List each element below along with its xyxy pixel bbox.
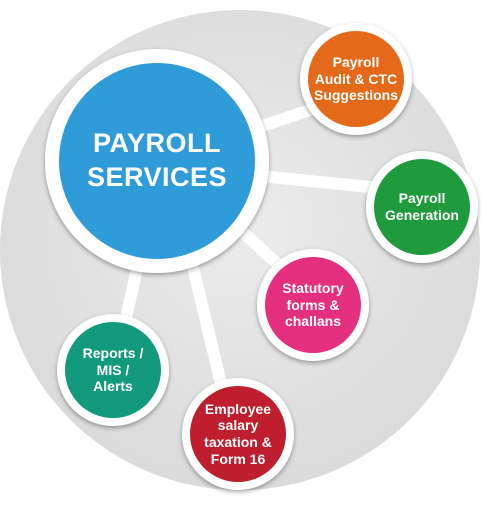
audit-label: Payroll Audit & CTC Suggestions — [306, 49, 406, 109]
satellite-reports — [57, 314, 169, 426]
statutory-label-line-3: challans — [284, 313, 341, 330]
center-node-fill — [59, 63, 255, 259]
audit-label-line-3: Suggestions — [313, 87, 398, 104]
center-node — [45, 49, 269, 273]
satellite-statutory — [257, 249, 369, 361]
statutory-label-line-1: Statutory — [282, 280, 344, 297]
taxation-label-line-2: salary — [217, 417, 259, 434]
satellite-audit-fill — [308, 31, 404, 127]
generation-label-line-2: Generation — [385, 207, 459, 223]
taxation-label-line-4: Form 16 — [210, 450, 266, 467]
center-label-line-1: PAYROLL — [92, 128, 222, 159]
reports-label-line-3: Alerts — [93, 378, 133, 395]
taxation-label-line-1: Employee — [204, 400, 272, 417]
statutory-label-line-2: forms & — [286, 296, 340, 313]
center-label-line-2: SERVICES — [86, 162, 228, 192]
statutory-label: Statutory forms & challans — [263, 275, 363, 335]
audit-label-line-1: Payroll — [332, 54, 380, 71]
taxation-label-line-3: taxation & — [204, 434, 272, 450]
audit-label-line-2: Audit & CTC — [314, 70, 398, 87]
satellite-audit — [300, 23, 412, 135]
generation-label: Payroll Generation — [372, 182, 472, 232]
satellite-taxation-fill — [190, 386, 286, 482]
satellite-statutory-fill — [265, 257, 361, 353]
reports-label-line-2: MIS / — [96, 361, 130, 378]
satellite-generation — [366, 151, 478, 263]
generation-label-line-1: Payroll — [398, 190, 446, 207]
satellite-reports-fill — [65, 322, 161, 418]
reports-label: Reports / MIS / Alerts — [63, 340, 163, 400]
satellite-taxation — [182, 378, 294, 490]
taxation-label: Employee salary taxation & Form 16 — [188, 396, 288, 472]
reports-label-line-1: Reports / — [82, 345, 144, 362]
center-label: PAYROLL SERVICES — [67, 111, 247, 211]
connector-taxation — [184, 253, 231, 402]
satellite-generation-fill — [374, 159, 470, 255]
